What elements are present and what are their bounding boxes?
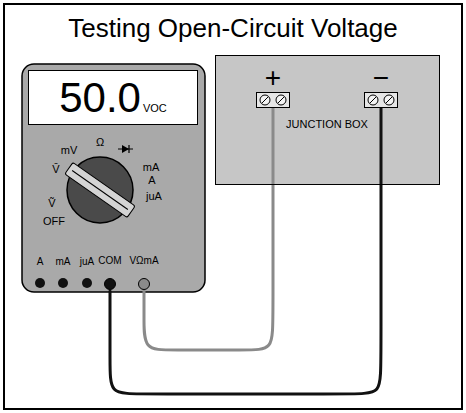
- test-lead: [110, 108, 381, 394]
- terminal-sign: −: [373, 64, 389, 92]
- title: Testing Open-Circuit Voltage: [0, 13, 466, 43]
- terminal-screws: [256, 92, 290, 108]
- dial-label: OFF: [43, 216, 65, 227]
- test-lead: [144, 108, 273, 350]
- junction-box-fill: [215, 55, 440, 185]
- screw: [260, 95, 270, 105]
- jack-label: COM: [98, 255, 121, 267]
- dial-label: A: [148, 175, 155, 186]
- jack-label: A: [37, 257, 44, 267]
- dial-label: V̄: [52, 164, 59, 175]
- box-label: JUNCTION BOX: [216, 118, 438, 130]
- terminal-block: −: [363, 64, 399, 108]
- meter-display: 50.0VOC: [28, 70, 198, 125]
- jack: COM: [95, 255, 125, 291]
- dial-label: mV: [61, 145, 78, 156]
- pointer-line: [72, 170, 128, 209]
- screw-slot: [386, 97, 392, 103]
- jack-label: juA: [80, 257, 94, 267]
- jack-label: mA: [56, 257, 71, 267]
- terminal-body: [257, 93, 290, 108]
- dial-label: Ω: [96, 137, 104, 148]
- screw: [276, 95, 286, 105]
- dial-label: Ṽ: [48, 198, 55, 209]
- meter-body: [22, 64, 205, 292]
- screw: [368, 95, 378, 105]
- diode-symbol: [118, 145, 133, 153]
- socket: [139, 279, 150, 290]
- frame: [4, 4, 462, 409]
- jack-socket: [103, 277, 117, 291]
- dial-label: juA: [146, 191, 162, 202]
- socket: [105, 279, 116, 290]
- jack: [82, 278, 92, 288]
- jack: [58, 278, 68, 288]
- diode-lead: [118, 149, 133, 150]
- dial-pointer: [65, 162, 135, 217]
- jack: [35, 278, 45, 288]
- terminal-block: +: [255, 64, 291, 108]
- screw-slot: [278, 97, 284, 103]
- screw-slot: [262, 97, 268, 103]
- dial-label: mA: [143, 162, 160, 173]
- terminal-screws: [364, 92, 398, 108]
- pointer-bar: [65, 162, 135, 217]
- terminal-sign: +: [265, 64, 281, 92]
- jack: VΩmA: [126, 255, 162, 291]
- terminal-body: [365, 93, 398, 108]
- jack-socket: [137, 277, 151, 291]
- jack-label: VΩmA: [129, 255, 158, 267]
- screw-slot: [370, 97, 376, 103]
- display-reading: 50.0: [59, 75, 141, 121]
- display-reading: VOC: [143, 102, 167, 114]
- screw: [384, 95, 394, 105]
- junction-box: JUNCTION BOX + −: [215, 55, 440, 185]
